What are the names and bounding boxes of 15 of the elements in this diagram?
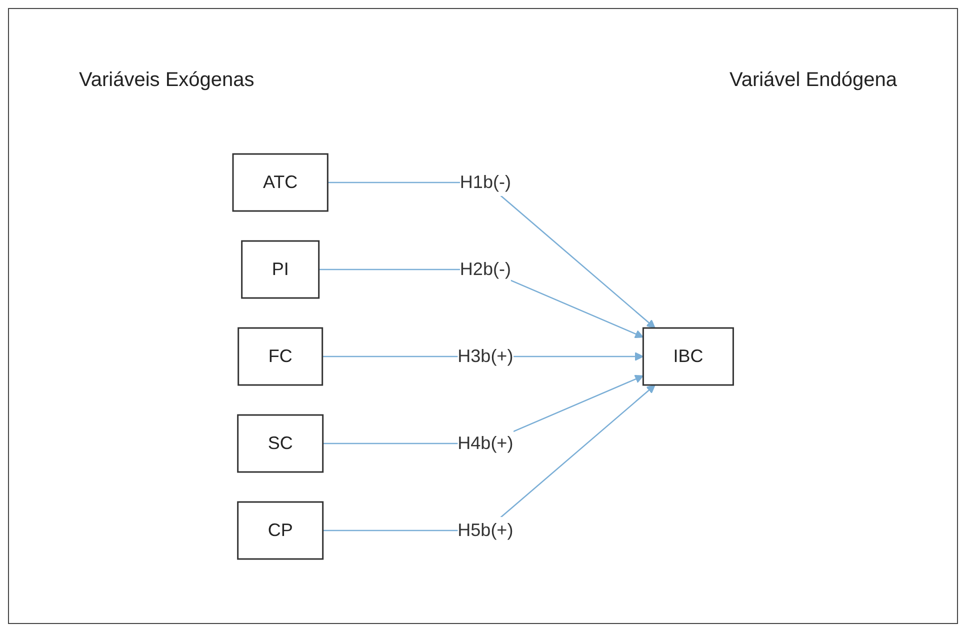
node-box: FC	[237, 326, 323, 386]
node-box: SC	[236, 414, 324, 472]
node-box: IBC	[642, 326, 734, 386]
edge-label: H2b(-)	[460, 258, 511, 278]
node-box: CP	[236, 500, 324, 560]
edge-label: H5b(+)	[458, 520, 514, 540]
arrow	[322, 384, 656, 531]
column-heading: Variáveis Exógenas	[79, 69, 254, 92]
edge-label: H4b(+)	[458, 432, 514, 452]
node-box: PI	[240, 240, 320, 298]
edge-label: H1b(-)	[460, 172, 511, 192]
edge-label: H3b(+)	[458, 346, 514, 366]
node-box: ATC	[232, 152, 328, 212]
arrow	[328, 181, 656, 328]
column-heading: Variável Endógena	[729, 69, 897, 92]
